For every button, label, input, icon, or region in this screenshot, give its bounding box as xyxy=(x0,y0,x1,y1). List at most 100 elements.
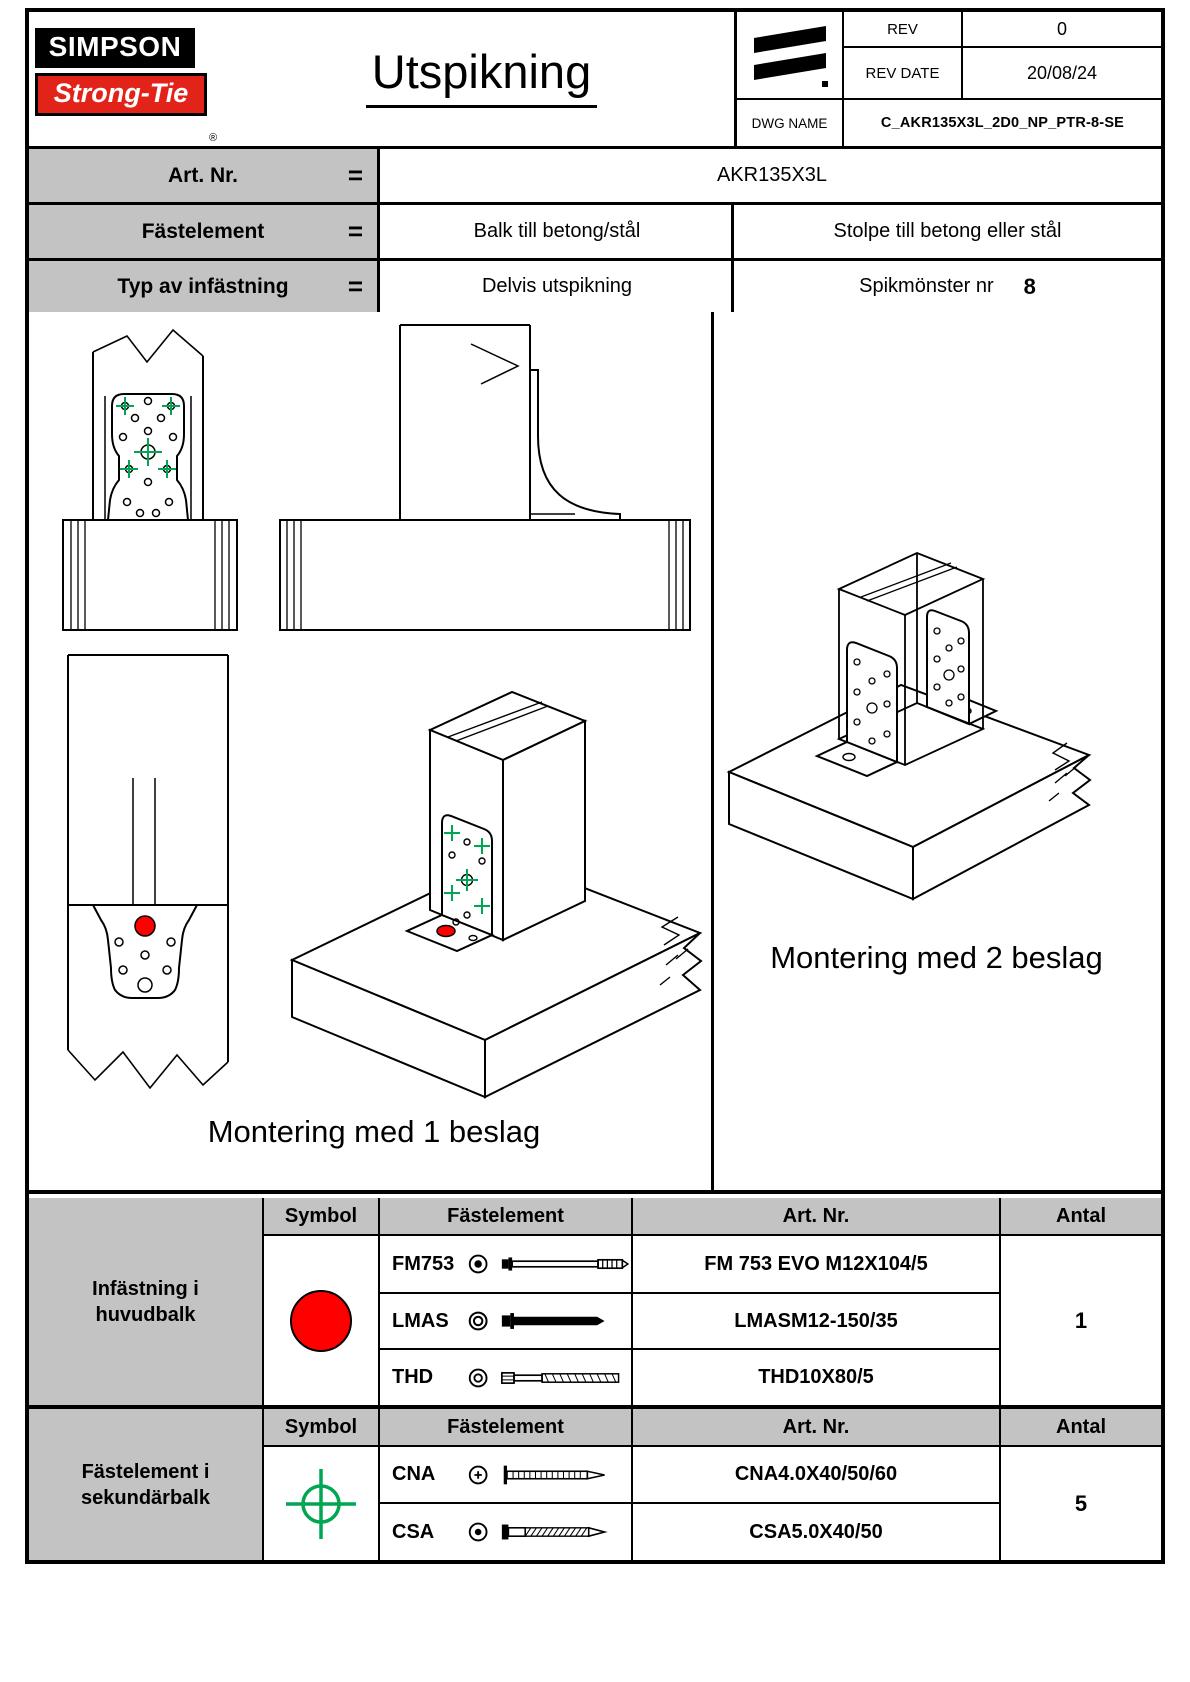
fastener-cell: CSA xyxy=(380,1504,631,1560)
sheet-header: SIMPSON Strong-Tie ® Utspikning REV 0 RE… xyxy=(29,12,1161,149)
fastener-code: THD xyxy=(392,1366,434,1388)
fastelement-value-2: Stolpe till betong eller stål xyxy=(833,220,1062,242)
concrete-base xyxy=(289,855,703,1099)
infastning-value-1: Delvis utspikning xyxy=(481,275,633,297)
col-header-art: Art. Nr. xyxy=(633,1409,999,1445)
spikmonster-number: 8 xyxy=(1023,273,1036,299)
caption-two-brackets: Montering med 2 beslag xyxy=(770,940,1103,975)
beam-outline xyxy=(279,519,691,631)
col-header-symbol: Symbol xyxy=(264,1198,378,1234)
dwg-name-label: DWG NAME xyxy=(737,100,844,146)
dwg-name-value: C_AKR135X3L_2D0_NP_PTR-8-SE xyxy=(880,115,1125,131)
post-outline xyxy=(399,324,531,520)
info-table: Art. Nr. = AKR135X3L Fästelement = Balk … xyxy=(29,149,1161,312)
csa-screw-icon xyxy=(502,1524,608,1540)
rev-value: 0 xyxy=(963,12,1161,48)
cell-divider xyxy=(731,261,734,312)
logo-simpson: SIMPSON xyxy=(35,28,195,68)
simpson-strongtie-logo: SIMPSON Strong-Tie ® xyxy=(35,28,230,144)
fastener-code: CNA xyxy=(392,1463,436,1485)
fastener-code: CSA xyxy=(392,1520,435,1543)
col-header-art: Art. Nr. xyxy=(633,1198,999,1234)
art-nr-cell: CSA5.0X40/50 xyxy=(633,1504,999,1560)
anchor-position-drawing xyxy=(67,654,229,1090)
title-area: Utspikning xyxy=(229,44,734,108)
lmas-washer-icon xyxy=(468,1311,488,1331)
green-crosshair-markers xyxy=(444,825,490,914)
break-grain-lines xyxy=(659,916,689,986)
thd-screw-icon xyxy=(501,1371,620,1384)
artnr-label: Art. Nr. xyxy=(167,163,238,187)
rev-label: REV xyxy=(844,12,963,48)
break-grain-lines xyxy=(1048,742,1078,802)
red-anchor-marker xyxy=(436,924,456,938)
info-row-artnr: Art. Nr. = AKR135X3L xyxy=(29,149,1161,205)
qty-cell: 5 xyxy=(1001,1447,1161,1560)
near-bracket xyxy=(814,641,900,778)
infastning-label-cell: Typ av infästning = xyxy=(29,261,380,312)
projection-symbol-icon xyxy=(753,26,828,87)
qty-cell: 1 xyxy=(1001,1236,1161,1405)
col-header-qty: Antal xyxy=(1001,1409,1161,1445)
green-crosshair-symbol xyxy=(286,1468,356,1539)
post-outline xyxy=(92,328,204,520)
cna-head-icon xyxy=(468,1465,488,1484)
sheet-frame: SIMPSON Strong-Tie ® Utspikning REV 0 RE… xyxy=(25,8,1165,1564)
art-nr-cell: CNA4.0X40/50/60 xyxy=(633,1447,999,1502)
fastelement-label: Fästelement xyxy=(141,219,265,243)
front-view-drawing xyxy=(62,328,238,631)
cna-nail-icon xyxy=(504,1465,606,1484)
logo-strongtie: Strong-Tie xyxy=(35,73,207,116)
nail-holes xyxy=(114,937,176,993)
title-block: REV 0 REV DATE 20/08/24 DWG NAME C_AKR13… xyxy=(734,12,1161,146)
fastener-cell: FM753 xyxy=(380,1236,631,1292)
symbol-cell xyxy=(264,1236,378,1405)
art-nr-cell: THD10X80/5 xyxy=(633,1350,999,1405)
equals-sign: = xyxy=(347,159,363,190)
rev-date-label: REV DATE xyxy=(844,48,963,100)
thd-washer-icon xyxy=(468,1368,488,1387)
far-bracket-holes xyxy=(933,627,965,707)
fastener-table-secondary-beam: Fästelement i sekundärbalk Symbol Fästel… xyxy=(29,1409,1161,1560)
cell-divider xyxy=(731,205,734,258)
equals-sign: = xyxy=(347,270,363,301)
fm753-anchor-icon xyxy=(502,1257,630,1271)
member-outline xyxy=(67,654,229,1090)
col-header-symbol: Symbol xyxy=(264,1409,378,1445)
drawing-divider xyxy=(711,312,714,1190)
info-row-infastning: Typ av infästning = Delvis utspikning Sp… xyxy=(29,261,1161,312)
fastelement-label-cell: Fästelement = xyxy=(29,205,380,258)
fastener-table-main-beam: Infästning i huvudbalk Symbol Fästelemen… xyxy=(29,1198,1161,1409)
far-bracket xyxy=(924,609,999,726)
artnr-value: AKR135X3L xyxy=(716,164,828,186)
col-header-fastener: Fästelement xyxy=(380,1198,631,1234)
col-header-qty: Antal xyxy=(1001,1198,1161,1234)
fm753-washer-icon xyxy=(468,1254,488,1274)
art-nr-cell: FM 753 EVO M12X104/5 xyxy=(633,1236,999,1292)
fastener-cell: LMAS xyxy=(380,1294,631,1348)
fastener-code: FM753 xyxy=(392,1252,455,1275)
side-view-drawing xyxy=(279,324,691,631)
group-label-huvudbalk: Infästning i huvudbalk xyxy=(29,1198,262,1405)
fastener-cell: CNA xyxy=(380,1447,631,1502)
red-dot-symbol xyxy=(290,1289,352,1352)
registered-mark: ® xyxy=(209,132,218,144)
lmas-anchor-icon xyxy=(502,1313,605,1329)
symbol-cell xyxy=(264,1447,378,1560)
csa-head-icon xyxy=(468,1522,488,1542)
spikmonster-cell: Spikmönster nr 8 xyxy=(734,261,1161,312)
spikmonster-label: Spikmönster nr xyxy=(859,275,994,297)
fastener-cell: THD xyxy=(380,1350,631,1405)
bracket-profile xyxy=(529,369,621,521)
iso-one-bracket-drawing xyxy=(289,690,703,1099)
projection-symbol-cell xyxy=(737,12,844,100)
rev-date-value: 20/08/24 xyxy=(963,48,1161,100)
drawing-area: Montering med 1 beslag xyxy=(29,312,1161,1194)
concrete-base xyxy=(726,683,1092,901)
iso-two-brackets-drawing xyxy=(726,552,1092,901)
col-header-fastener: Fästelement xyxy=(380,1409,631,1445)
group-label-sekundarbalk: Fästelement i sekundärbalk xyxy=(29,1409,262,1560)
red-anchor-marker xyxy=(134,915,156,937)
artnr-label-cell: Art. Nr. = xyxy=(29,149,380,202)
